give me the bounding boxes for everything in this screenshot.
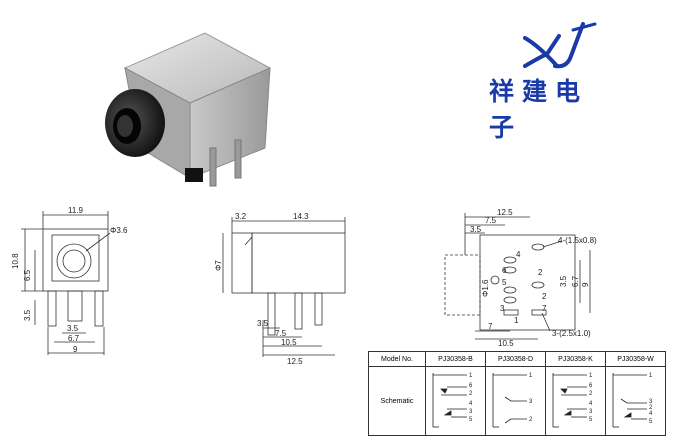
pcb-top3: 3.5 (470, 225, 482, 234)
svg-text:2: 2 (589, 391, 593, 397)
dim-h3: 3.5 (23, 309, 32, 321)
pcb-r3: 6.7 (571, 275, 580, 287)
svg-text:1: 1 (469, 373, 473, 379)
pcb-pin-5: 5 (502, 278, 507, 287)
pcb-layout-drawing: 12.5 7.5 3.5 4-(1.5x0.8) 3-(2.5x1.0) 2 3… (444, 208, 597, 348)
table-header-cell: PJ30358-K (545, 351, 606, 367)
dim-w1: 3.2 (235, 212, 247, 221)
svg-text:1: 1 (529, 373, 533, 379)
table-header-cell: Model No. (368, 351, 426, 367)
pcb-top1: 12.5 (497, 208, 513, 217)
svg-text:1: 1 (589, 373, 593, 379)
pcb-bottom2: 10.5 (498, 339, 514, 348)
company-logo: XJ 祥建电子 (487, 16, 617, 142)
dim-s1: 3.5 (257, 319, 269, 328)
svg-text:1: 1 (649, 373, 653, 379)
pcb-bottom1: 7 (488, 322, 493, 331)
logo-chinese-name: 祥建电子 (489, 77, 589, 142)
pcb-pin-4: 4 (516, 250, 521, 259)
dim-b3: 9 (73, 345, 78, 354)
svg-text:2: 2 (529, 417, 533, 423)
logo-latin: XJ (527, 49, 529, 51)
dim-h2: 6.5 (23, 269, 32, 281)
svg-text:4: 4 (589, 401, 593, 407)
pcb-l1: Φ1.6 (481, 279, 490, 297)
table-header-cell: PJ30358-W (605, 351, 666, 367)
pcb-r2: 3.5 (559, 275, 568, 287)
svg-text:3: 3 (589, 409, 593, 415)
dim-s4: 12.5 (287, 357, 303, 365)
schematic-table: Model No. PJ30358-B PJ30358-D PJ30358-K … (368, 351, 666, 436)
table-header-row: Model No. PJ30358-B PJ30358-D PJ30358-K … (368, 351, 666, 367)
pcb-pin-2: 2 (542, 292, 547, 301)
schematic-d: 1 3 2 (485, 366, 546, 436)
pcb-pin-6: 6 (502, 266, 507, 275)
schematic-k: 1 6 2 4 3 5 (545, 366, 606, 436)
svg-text:2: 2 (649, 405, 653, 411)
row-label: Schematic (368, 366, 426, 436)
svg-text:2: 2 (469, 391, 473, 397)
product-photo (105, 32, 272, 187)
svg-text:5: 5 (649, 419, 653, 425)
pcb-hole2: 3-(2.5x1.0) (552, 329, 591, 338)
schematic-w: 1 3 2 4 5 (605, 366, 666, 436)
table-row: Schematic 1 6 2 4 3 (368, 366, 666, 436)
table-header-cell: PJ30358-B (425, 351, 486, 367)
svg-text:3: 3 (649, 399, 653, 405)
side-view-drawing: 3.2 14.3 Φ7 3.5 7.5 10.5 12.5 (214, 212, 346, 365)
schematic-b: 1 6 2 4 3 5 (425, 366, 486, 436)
dim-b1: 3.5 (67, 324, 79, 333)
svg-text:6: 6 (589, 383, 593, 389)
schematic-b-diagram: 1 6 2 4 3 5 (432, 373, 473, 428)
pcb-r1: 2 (538, 268, 543, 277)
pcb-hole1: 4-(1.5x0.8) (558, 236, 597, 245)
svg-text:4: 4 (469, 401, 473, 407)
dim-hole-diameter: Φ3.6 (110, 226, 128, 235)
schematic-k-diagram: 1 6 2 4 3 5 (552, 373, 593, 428)
xj-logo-mark: XJ (523, 22, 597, 69)
dim-b2: 6.7 (68, 334, 80, 343)
dim-s2: 7.5 (275, 329, 287, 338)
pcb-top2: 7.5 (485, 216, 497, 225)
dim-width: 11.9 (68, 206, 84, 215)
svg-text:3: 3 (529, 399, 533, 405)
dim-s3: 10.5 (281, 338, 297, 347)
dim-height: 10.8 (11, 253, 20, 269)
svg-text:3: 3 (469, 409, 473, 415)
schematic-w-diagram: 1 3 2 4 5 (612, 373, 653, 428)
pcb-pin-1: 1 (514, 316, 519, 325)
table-header-cell: PJ30358-D (485, 351, 546, 367)
svg-text:5: 5 (469, 417, 473, 423)
pcb-pin-3: 3 (500, 304, 505, 313)
schematic-d-diagram: 1 3 2 (492, 373, 533, 428)
dim-barrel: Φ7 (214, 260, 223, 271)
svg-text:6: 6 (469, 383, 473, 389)
pcb-pin-7: 7 (542, 304, 547, 313)
dim-w2: 14.3 (293, 212, 309, 221)
pcb-r4: 9 (581, 282, 590, 287)
svg-text:5: 5 (589, 417, 593, 423)
front-view-drawing: 11.9 Φ3.6 10.8 6.5 3.5 3.5 6.7 9 (11, 206, 128, 355)
svg-text:4: 4 (649, 411, 653, 417)
